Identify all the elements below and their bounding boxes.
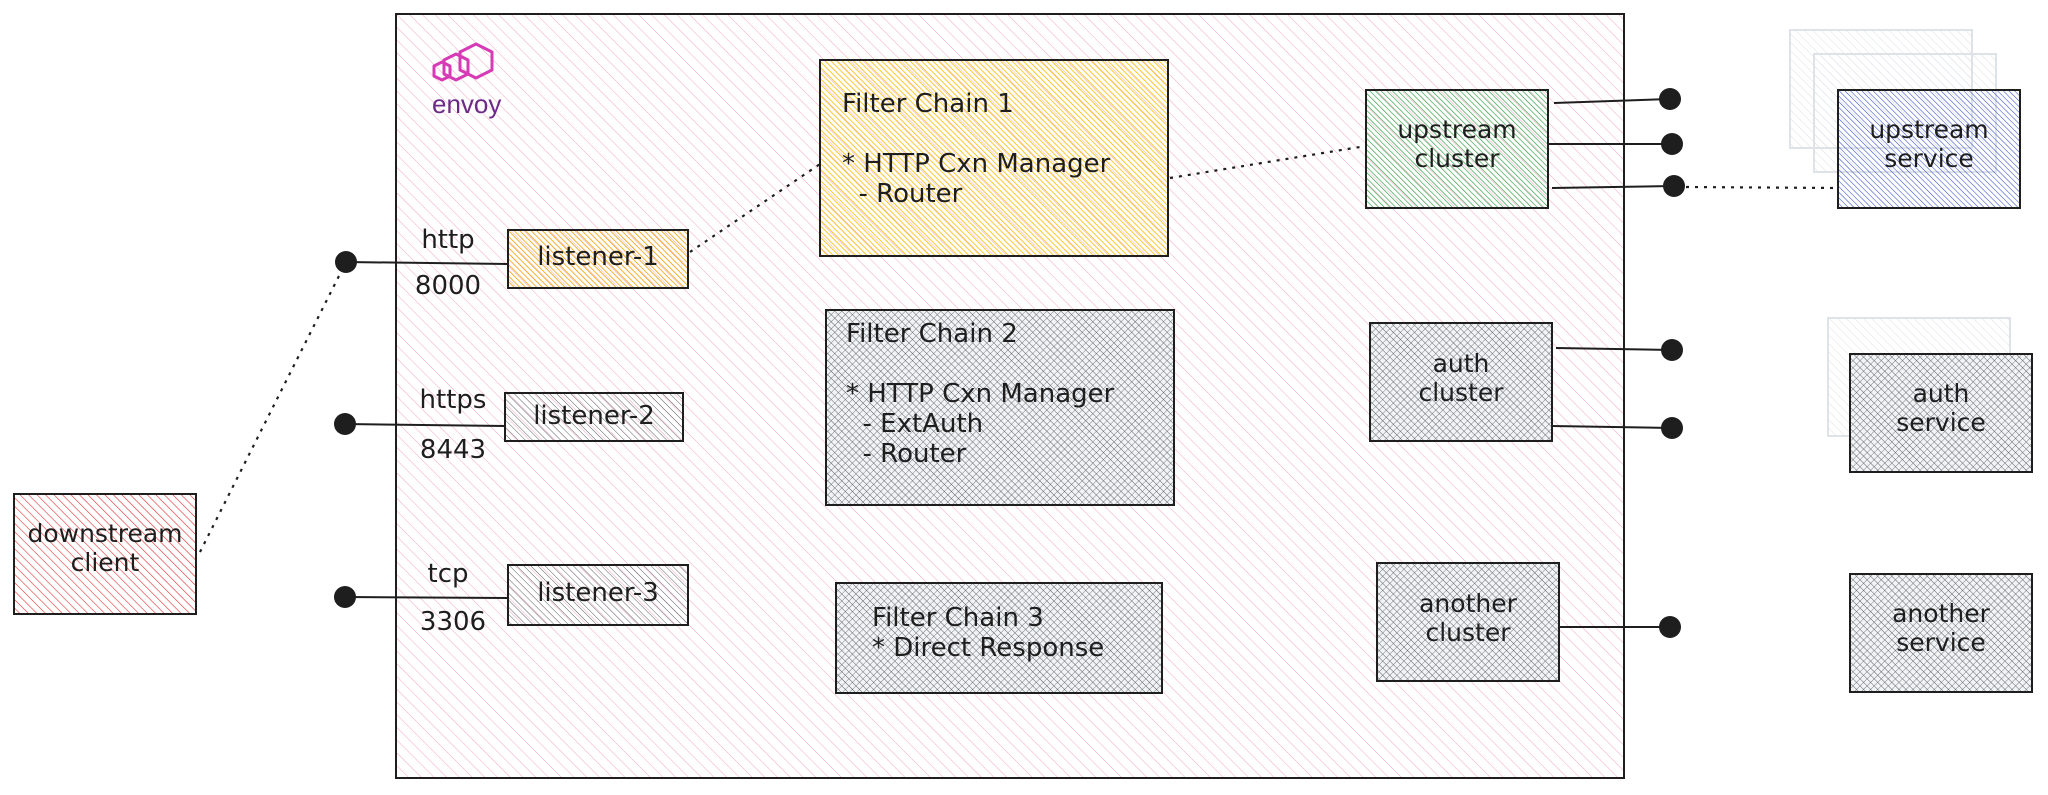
- chain1-to-upstream-cluster-link: [1169, 144, 1367, 180]
- another-cluster-box[interactable]: [1376, 562, 1560, 682]
- client-to-http-link: [199, 263, 346, 553]
- upstream-endpoint-3-line: [1551, 185, 1675, 189]
- listener-3-box[interactable]: [507, 564, 689, 626]
- https-port-endpoint[interactable]: [334, 413, 356, 435]
- auth-service-label: auth service: [1896, 379, 1986, 437]
- upstream-endpoint-2[interactable]: [1661, 133, 1683, 155]
- filter-chain-2-label: Filter Chain 2 * HTTP Cxn Manager - ExtA…: [846, 319, 1115, 469]
- filter-chain-1-label: Filter Chain 1 * HTTP Cxn Manager - Rout…: [842, 89, 1111, 209]
- auth-cluster-box[interactable]: [1369, 322, 1553, 442]
- filter-chain-3-label: Filter Chain 3 * Direct Response: [872, 603, 1105, 663]
- auth-endpoint-2-line: [1551, 425, 1673, 429]
- upstream-service-box[interactable]: [1837, 89, 2021, 209]
- https-port-line: [344, 423, 506, 427]
- http-protocol-label: http: [421, 225, 475, 255]
- upstream-endpoint-1[interactable]: [1659, 88, 1681, 110]
- tcp-protocol-label: tcp: [427, 559, 469, 589]
- listener-2-label: listener-2: [533, 401, 655, 431]
- envoy-logo-text: envoy: [432, 89, 502, 119]
- auth-endpoint-1[interactable]: [1661, 339, 1683, 361]
- listener-1-label: listener-1: [537, 242, 659, 272]
- http-port-endpoint[interactable]: [335, 251, 357, 273]
- envoy-logo-icon: [432, 42, 494, 82]
- auth-cluster-label: auth cluster: [1418, 349, 1504, 407]
- another-service-label: another service: [1892, 599, 1990, 657]
- downstream-client-label: downstream client: [27, 519, 183, 577]
- http-port-number: 8000: [414, 271, 482, 301]
- upstream-endpoint-3[interactable]: [1663, 175, 1685, 197]
- auth-endpoint-1-line: [1555, 347, 1673, 351]
- upstream-service-label: upstream service: [1869, 115, 1989, 173]
- endpoint-to-upstream-service-link: [1685, 185, 1839, 190]
- another-service-box[interactable]: [1849, 573, 2033, 693]
- upstream-endpoint-1-line: [1553, 98, 1671, 104]
- http-port-line: [345, 261, 509, 265]
- tcp-port-number: 3306: [419, 607, 487, 637]
- tcp-port-endpoint[interactable]: [334, 586, 356, 608]
- listener-1-box[interactable]: [507, 229, 689, 289]
- auth-service-box[interactable]: [1849, 353, 2033, 473]
- downstream-client-box: [13, 493, 197, 615]
- filter-chain-1-box[interactable]: [819, 59, 1169, 257]
- filter-chain-3-box[interactable]: [835, 582, 1163, 694]
- listener-2-box[interactable]: [504, 392, 684, 442]
- filter-chain-2-box[interactable]: [825, 309, 1175, 506]
- another-cluster-label: another cluster: [1419, 589, 1517, 647]
- listener-3-label: listener-3: [537, 578, 659, 608]
- tcp-port-line: [344, 596, 509, 599]
- another-endpoint[interactable]: [1659, 616, 1681, 638]
- https-protocol-label: https: [419, 385, 487, 415]
- https-port-number: 8443: [419, 435, 487, 465]
- upstream-cluster-box[interactable]: [1365, 89, 1549, 209]
- auth-endpoint-2[interactable]: [1661, 417, 1683, 439]
- upstream-cluster-label: upstream cluster: [1397, 115, 1517, 173]
